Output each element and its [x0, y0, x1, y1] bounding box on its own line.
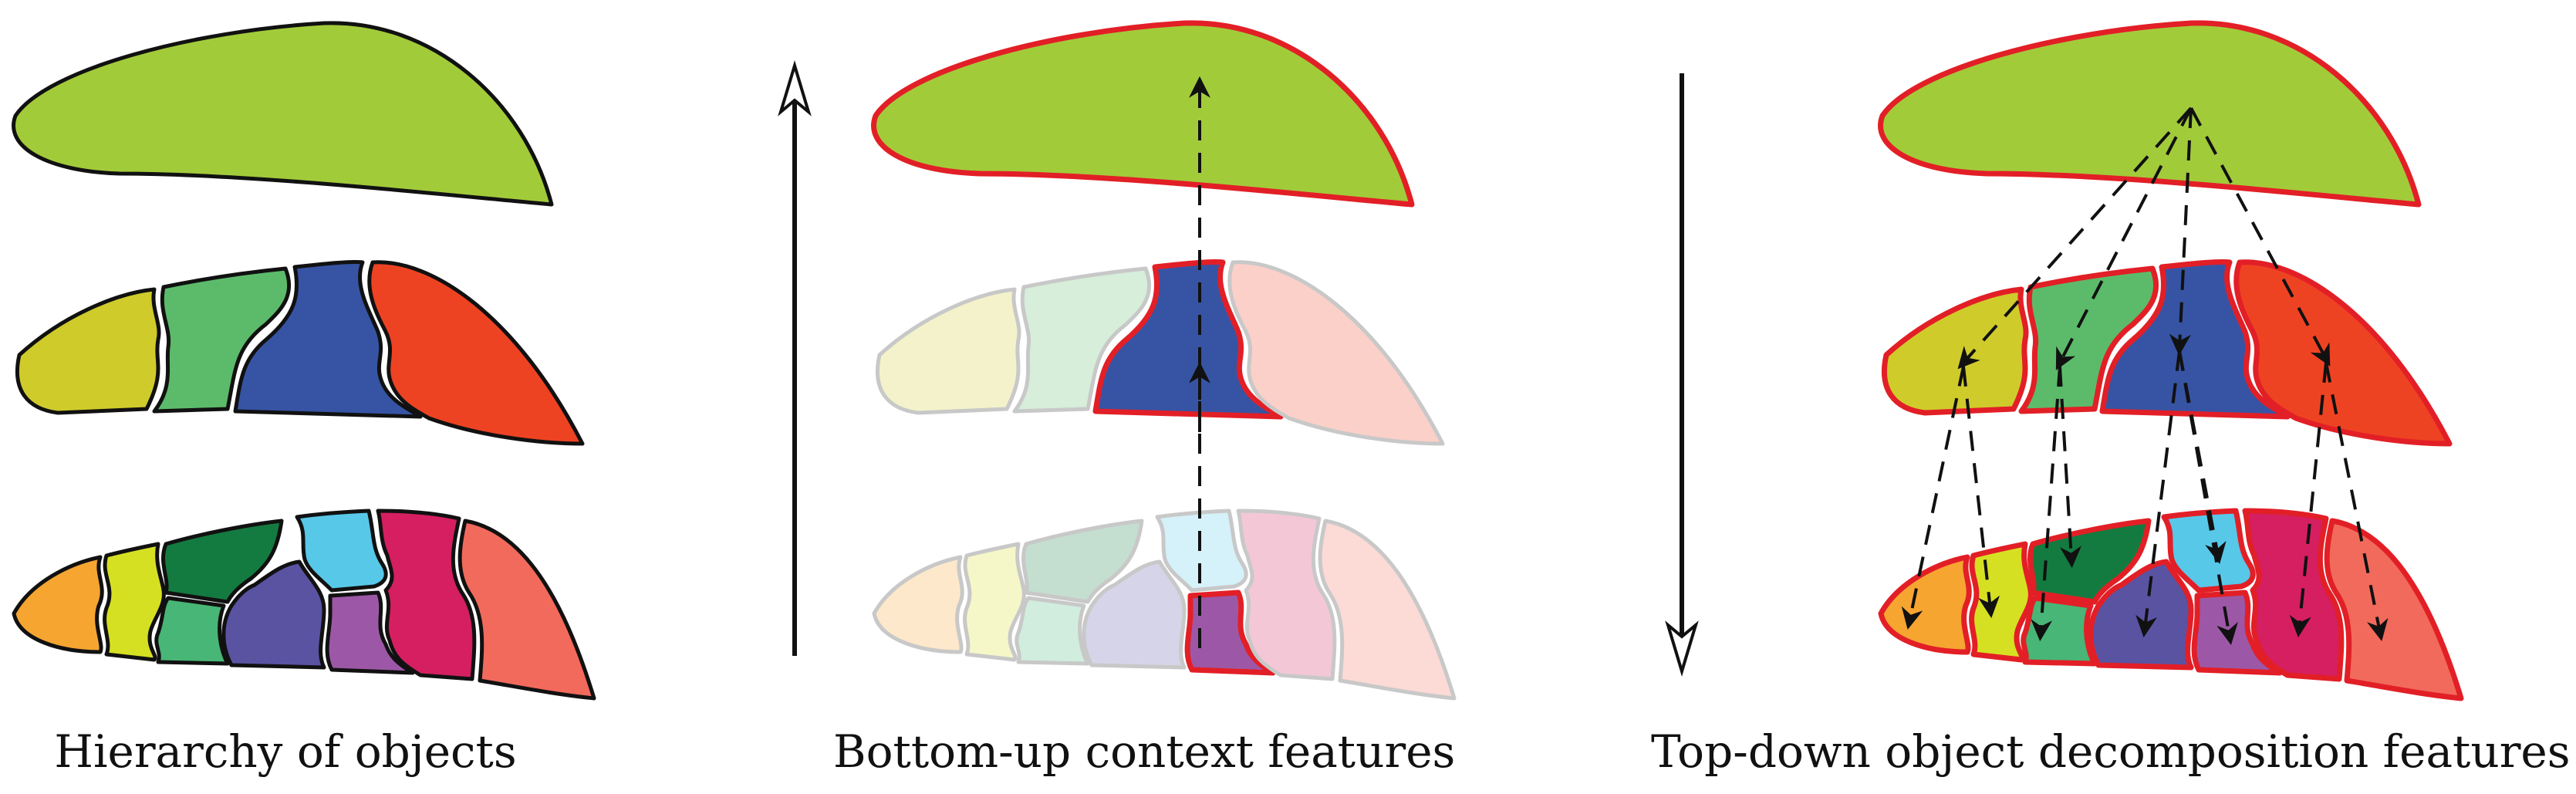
parts-level	[15, 259, 585, 446]
downward-arrow	[1665, 73, 1699, 677]
upward-arrow	[778, 60, 812, 656]
caption-bottom-up: Bottom-up context features	[833, 725, 1456, 778]
left-panel	[12, 21, 596, 701]
subparts-level	[12, 508, 596, 701]
part-blue	[233, 259, 423, 419]
top-down-arrows-level1	[1957, 106, 2331, 370]
sub-cyan	[295, 508, 388, 593]
middle-panel	[778, 20, 1457, 701]
sub-purple	[325, 590, 415, 675]
sub-orange	[12, 555, 104, 654]
sub-mint	[154, 596, 230, 666]
sub-darkgreen	[161, 519, 284, 604]
whole-object	[12, 21, 554, 207]
part-yellow	[15, 287, 161, 415]
part-blue-highlighted	[1092, 258, 1284, 420]
whole-object-highlighted	[1878, 20, 2422, 208]
whole-object-highlighted	[871, 20, 1415, 208]
sub-indigo	[221, 559, 326, 670]
sub-salmon	[457, 519, 596, 701]
sub-purple-highlighted	[1184, 590, 1276, 676]
part-green	[152, 266, 292, 414]
caption-hierarchy: Hierarchy of objects	[54, 725, 517, 778]
sub-lime	[103, 542, 166, 662]
top-down-arrows-level2	[1901, 350, 2389, 646]
sub-crimson	[376, 508, 477, 681]
parts-level-faded	[875, 258, 1445, 446]
subparts-level-faded	[872, 508, 1457, 701]
parts-level-highlighted	[1881, 258, 2453, 447]
caption-top-down: Top-down object decomposition features	[1651, 725, 2571, 778]
right-panel	[1665, 20, 2464, 701]
part-red	[367, 260, 585, 446]
